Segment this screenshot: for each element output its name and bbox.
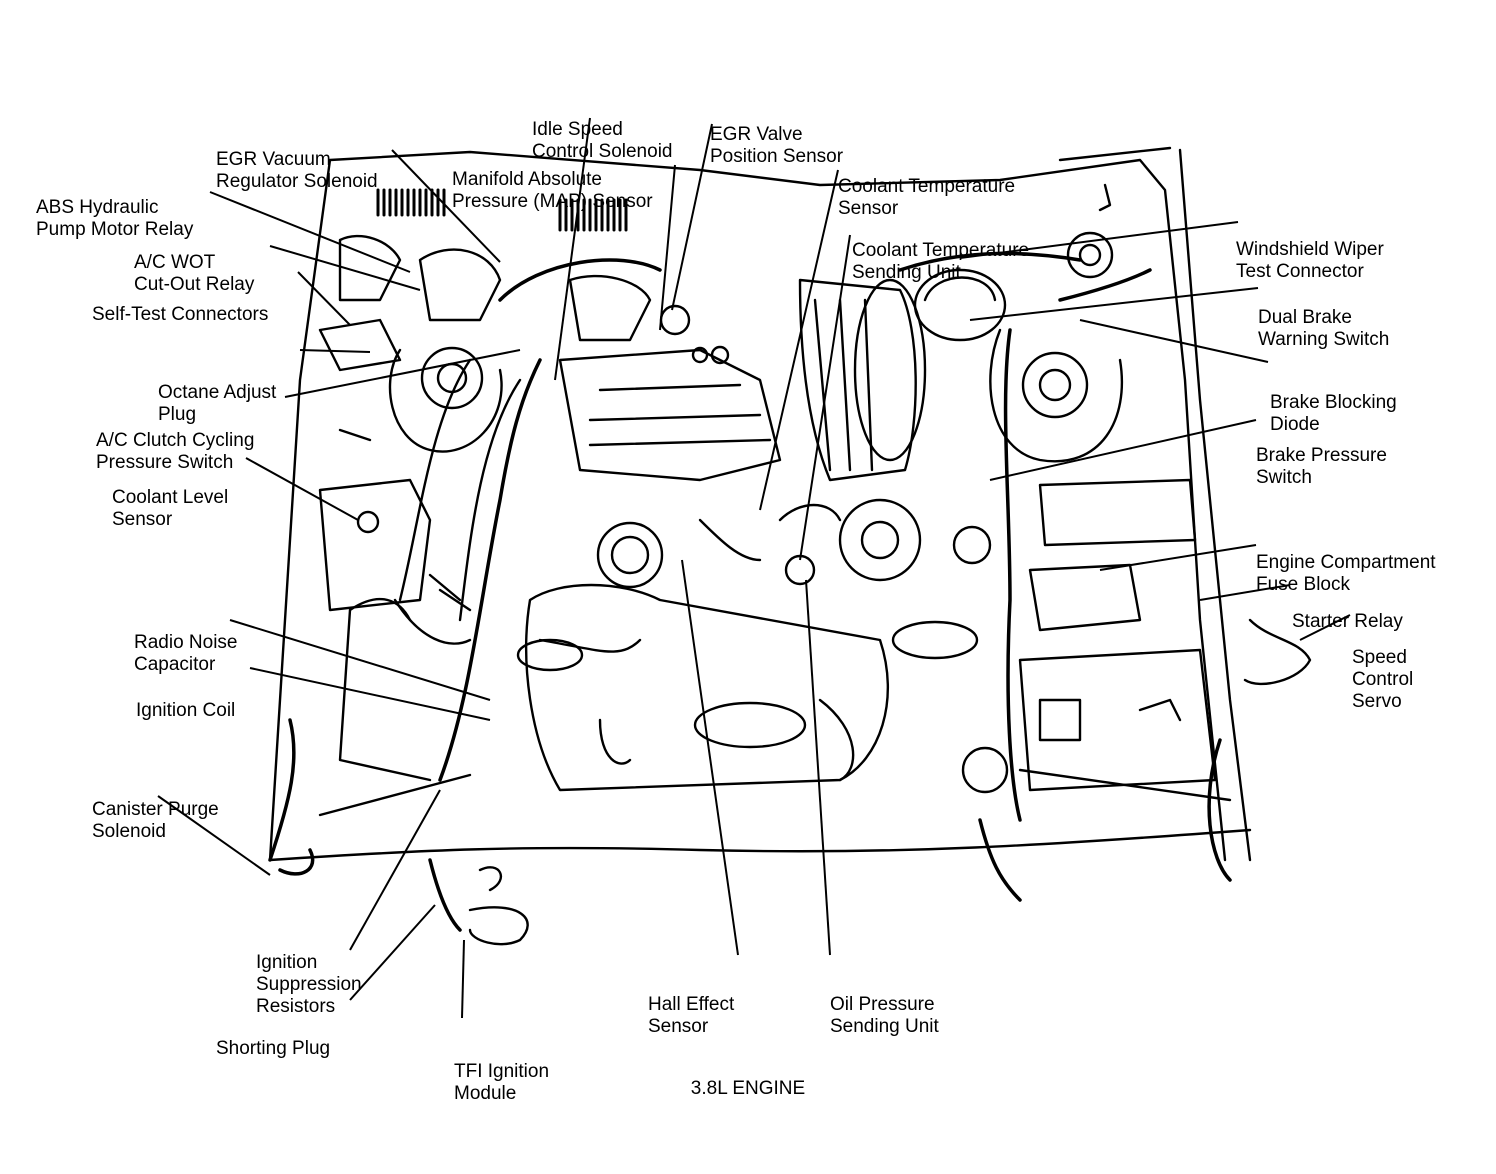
cowl-vents	[376, 188, 628, 232]
label-starter-relay: Starter Relay	[1292, 611, 1403, 632]
right-fender-outline	[1058, 146, 1252, 862]
label-self-test-connectors: Self-Test Connectors	[92, 304, 269, 325]
leader-lines	[157, 117, 1351, 1019]
front-crossmember	[268, 828, 1252, 862]
label-ignition-coil: Ignition Coil	[136, 700, 236, 721]
alternator	[838, 498, 922, 582]
battery	[1018, 648, 1217, 792]
coolant-reservoir	[318, 478, 432, 612]
intake-plenum	[798, 278, 917, 482]
wiring-harness	[268, 251, 1232, 932]
diagram-caption: 3.8L ENGINE	[690, 1078, 806, 1099]
right-strut-tower	[1021, 351, 1089, 419]
engine-block	[525, 583, 890, 792]
air-intake-duct	[398, 358, 522, 622]
label-shorting-plug: Shorting Plug	[216, 1038, 331, 1059]
fuse-block-box	[1028, 563, 1142, 632]
distributor	[596, 521, 664, 589]
left-strut-tower	[420, 346, 484, 410]
